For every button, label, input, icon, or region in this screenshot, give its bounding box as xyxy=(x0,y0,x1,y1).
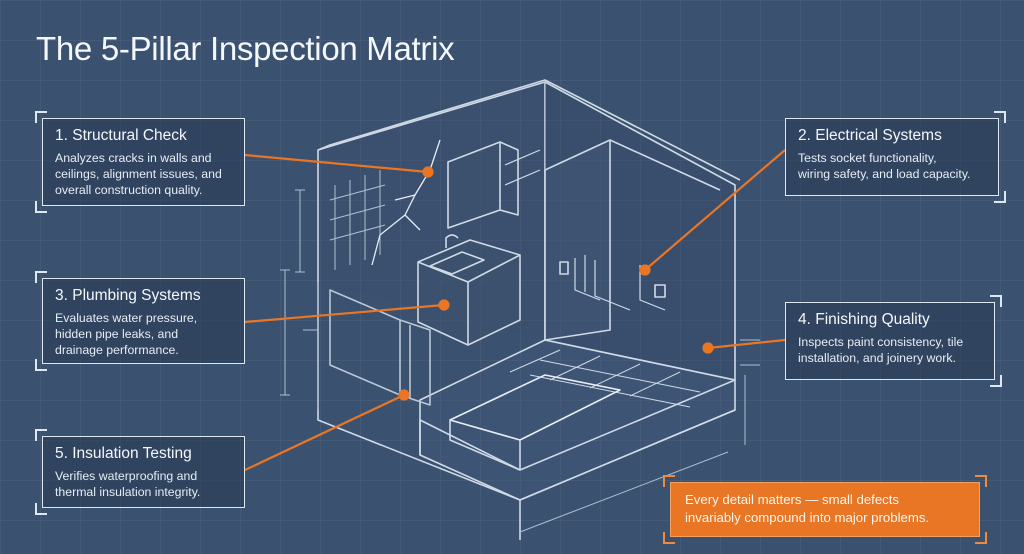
floor-step xyxy=(449,374,621,441)
callout-line-1: Every detail matters — small defects xyxy=(685,492,900,507)
pillar-card-plumbing: 3. Plumbing Systems Evaluates water pres… xyxy=(35,271,245,371)
pillar-card-finishing: 4. Finishing Quality Inspects paint cons… xyxy=(785,295,1002,387)
pillar-description: Evaluates water pressure, hidden pipe le… xyxy=(55,311,198,358)
pillar-heading: 2. Electrical Systems xyxy=(798,127,942,144)
partition-wall xyxy=(544,139,611,341)
leader-electrical xyxy=(644,149,786,271)
leader-finishing xyxy=(707,338,786,350)
leader-structural xyxy=(244,153,429,174)
pillar-heading: 5. Insulation Testing xyxy=(55,445,192,462)
page-title: The 5-Pillar Inspection Matrix xyxy=(36,30,455,67)
pillar-description: Analyzes cracks in walls and ceilings, a… xyxy=(55,151,222,198)
wall-crack xyxy=(371,139,441,266)
pillar-description: Inspects paint consistency, tile install… xyxy=(798,335,964,366)
pillar-description: Verifies waterproofing and thermal insul… xyxy=(55,469,201,500)
glass-panel xyxy=(329,289,401,396)
dimension-lines xyxy=(280,189,760,533)
leader-plumbing xyxy=(244,303,445,324)
electrical-conduits xyxy=(574,255,666,311)
pillar-heading: 4. Finishing Quality xyxy=(798,311,930,328)
pillar-card-electrical: 2. Electrical Systems Tests socket funct… xyxy=(785,111,1006,203)
pillar-description: Tests socket functionality, wiring safet… xyxy=(798,151,971,182)
sink-vanity xyxy=(417,239,521,346)
pillar-card-structural: 1. Structural Check Analyzes cracks in w… xyxy=(35,111,245,213)
pillar-card-insulation: 5. Insulation Testing Verifies waterproo… xyxy=(35,429,245,515)
callout-line-2: invariably compound into major problems. xyxy=(685,510,930,526)
leader-insulation xyxy=(244,394,405,471)
pillar-heading: 3. Plumbing Systems xyxy=(55,287,201,304)
pillar-heading: 1. Structural Check xyxy=(55,127,187,144)
key-message-callout: Every detail matters — small defects inv… xyxy=(663,475,987,544)
